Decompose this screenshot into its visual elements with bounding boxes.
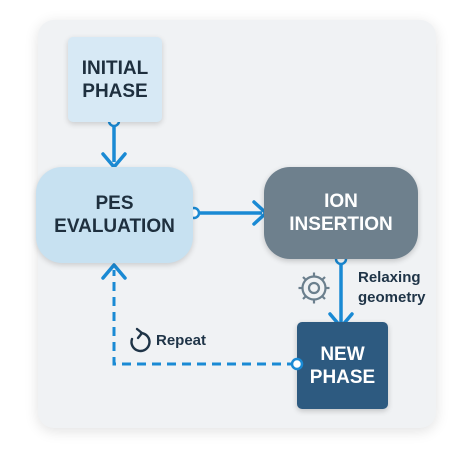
new-phase-node: NEW PHASE xyxy=(297,322,388,409)
ion-insertion-node: ION INSERTION xyxy=(264,167,418,259)
initial-phase-line1: INITIAL xyxy=(81,57,149,79)
new-phase-line2: PHASE xyxy=(309,366,376,388)
pes-evaluation-node: PES EVALUATION xyxy=(36,167,193,263)
relaxing-line1: Relaxing xyxy=(358,269,421,286)
initial-phase-node: INITIAL PHASE xyxy=(68,37,162,122)
pes-evaluation-line2: EVALUATION xyxy=(54,216,175,237)
ion-insertion-line1: ION xyxy=(324,191,358,212)
new-phase-line1: NEW xyxy=(320,343,365,365)
initial-phase-line2: PHASE xyxy=(82,80,148,102)
connector-dot-new xyxy=(290,357,304,371)
arrowhead-repeat-loop xyxy=(101,263,127,280)
repeat-label: Repeat xyxy=(156,332,207,349)
ion-insertion-line2: INSERTION xyxy=(289,214,393,235)
relaxing-geometry-label: Relaxing geometry xyxy=(358,268,426,308)
arrow-repeat-loop xyxy=(112,270,296,366)
pes-evaluation-line1: PES xyxy=(95,193,134,214)
relaxing-line2: geometry xyxy=(358,289,426,306)
